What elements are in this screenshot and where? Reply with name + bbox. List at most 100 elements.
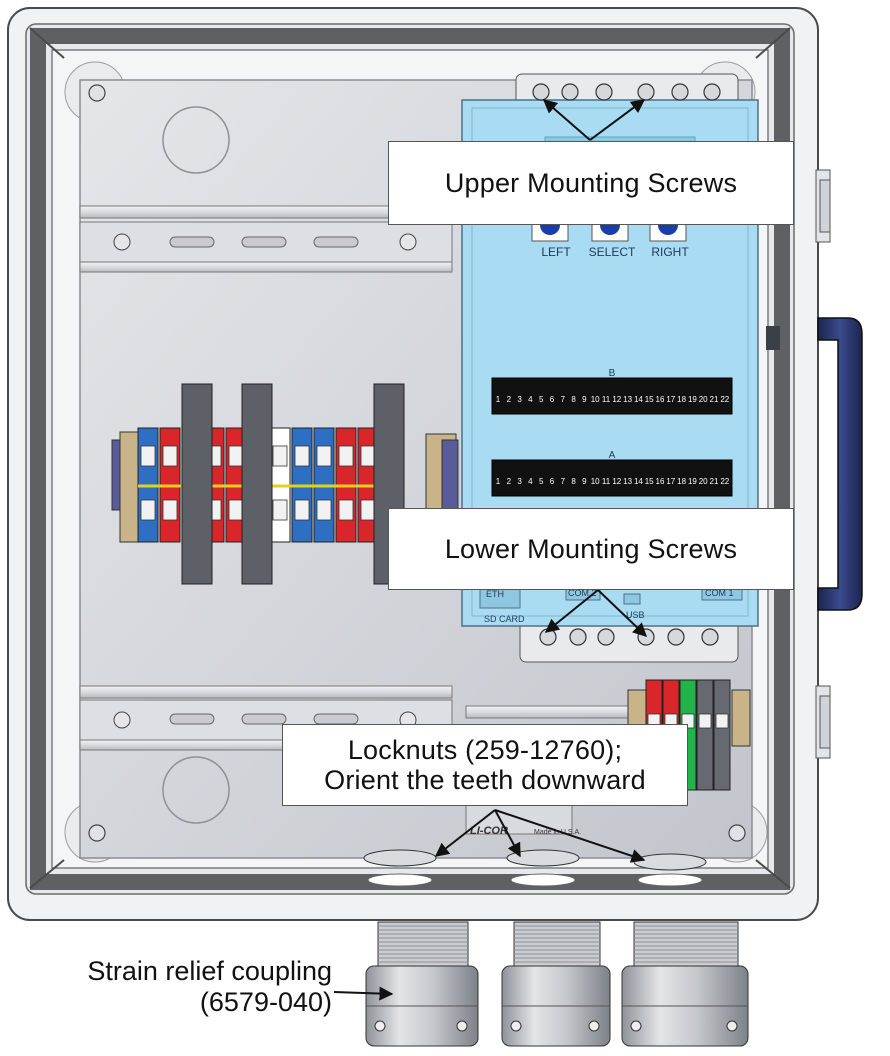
strain-relief-label: Strain relief coupling (6579-040)	[12, 956, 332, 1018]
screw-head	[703, 83, 721, 101]
screw-head	[595, 83, 613, 101]
terminal-clamp	[162, 445, 178, 467]
made-in-label: Made in U.S.A.	[534, 829, 581, 836]
terminal-clamp	[360, 499, 376, 521]
pin-number-a: 6	[550, 477, 555, 486]
locknuts-line-2: Orient the teeth downward	[324, 765, 646, 795]
pin-number-a: 17	[666, 477, 675, 486]
row-b-label: B	[609, 368, 616, 379]
pin-number-b: 1	[496, 395, 501, 404]
pin-number-a: 2	[507, 477, 512, 486]
screw-head	[561, 83, 579, 101]
terminal-clamp	[228, 499, 244, 521]
pin-number-a: 3	[517, 477, 522, 486]
lower-mounting-screws-callout: Lower Mounting Screws	[388, 508, 794, 590]
pin-number-a: 18	[677, 477, 686, 486]
pin-number-a: 5	[539, 477, 544, 486]
callout-arrows	[333, 99, 648, 1001]
pin-number-b: 9	[582, 395, 587, 404]
pin-number-b: 11	[602, 395, 611, 404]
coupling-screw	[630, 1020, 642, 1032]
pin-number-b: 12	[612, 395, 621, 404]
screw-head	[569, 628, 587, 646]
terminal-module	[696, 679, 714, 791]
terminal-clamp	[698, 713, 712, 729]
terminal-clamp	[360, 445, 376, 467]
pin-number-a: 11	[602, 477, 611, 486]
locknuts	[363, 849, 707, 871]
pin-number-a: 19	[688, 477, 697, 486]
pin-number-a: 10	[591, 477, 600, 486]
pin-number-a: 22	[720, 477, 729, 486]
pin-number-a: 15	[645, 477, 654, 486]
terminal-clamp	[140, 445, 156, 467]
terminal-clamp	[338, 445, 354, 467]
terminal-clamp	[316, 445, 332, 467]
pin-number-a: 13	[623, 477, 632, 486]
pin-number-b: 20	[699, 395, 708, 404]
pin-number-b: 7	[561, 395, 566, 404]
row-a-label: A	[609, 450, 616, 461]
coupling-screw	[588, 1020, 600, 1032]
terminal-clamp	[162, 499, 178, 521]
screw-head	[667, 628, 685, 646]
pin-number-a: 14	[634, 477, 643, 486]
pin-number-a: 8	[571, 477, 576, 486]
upper-screw-row	[532, 83, 721, 101]
pin-number-b: 19	[688, 395, 697, 404]
strain-relief-line-1: Strain relief coupling	[87, 956, 332, 986]
terminal-clamp	[294, 499, 310, 521]
upper-mounting-screws-label: Upper Mounting Screws	[444, 167, 738, 198]
terminal-clamp	[338, 499, 354, 521]
locknuts-callout: Locknuts (259-12760); Orient the teeth d…	[282, 724, 688, 806]
brand-logo: LI-COR	[470, 825, 508, 837]
din-rail-lower	[79, 685, 643, 751]
terminal-clamp	[316, 499, 332, 521]
strain-relief-line-2: (6579-040)	[199, 986, 332, 1017]
end-bracket	[181, 383, 213, 585]
lower-mounting-screws-label: Lower Mounting Screws	[444, 533, 738, 564]
terminal-module	[713, 679, 731, 791]
pin-number-a: 12	[612, 477, 621, 486]
terminal-clamp	[272, 445, 288, 467]
pin-number-b: 5	[539, 395, 544, 404]
screw-head	[671, 83, 689, 101]
din-rail-upper	[79, 205, 453, 273]
pin-number-b: 4	[528, 395, 533, 404]
coupling-screw	[510, 1020, 522, 1032]
pin-number-b: 6	[550, 395, 555, 404]
pin-number-b: 18	[677, 395, 686, 404]
pin-number-b: 17	[666, 395, 675, 404]
button-label-select: SELECT	[589, 245, 636, 259]
pin-number-a: 21	[710, 477, 719, 486]
terminal-clamp	[294, 445, 310, 467]
terminal-block-left	[111, 383, 459, 585]
port-com2: COM 2	[568, 588, 597, 598]
upper-mounting-screws-callout: Upper Mounting Screws	[388, 141, 794, 225]
terminal-clamp	[228, 445, 244, 467]
end-bracket	[241, 383, 273, 585]
screw-head	[701, 628, 719, 646]
port-usb: USB	[626, 610, 645, 620]
coupling-screw	[456, 1020, 468, 1032]
hinges	[815, 169, 831, 759]
coupling-screw	[374, 1020, 386, 1032]
button-label-right: RIGHT	[651, 245, 689, 259]
coupling-screw	[726, 1020, 738, 1032]
port-com1: COM 1	[705, 588, 734, 598]
enclosure-handle	[766, 317, 863, 611]
terminal-clamp	[140, 499, 156, 521]
screw-head	[597, 628, 615, 646]
locknuts-line-1: Locknuts (259-12760);	[347, 734, 623, 765]
pin-number-b: 22	[720, 395, 729, 404]
pin-number-b: 16	[656, 395, 665, 404]
pin-number-b: 3	[517, 395, 522, 404]
port-sd-card: SD CARD	[484, 614, 525, 624]
pin-number-a: 16	[656, 477, 665, 486]
pin-number-b: 21	[710, 395, 719, 404]
pin-number-b: 8	[571, 395, 576, 404]
